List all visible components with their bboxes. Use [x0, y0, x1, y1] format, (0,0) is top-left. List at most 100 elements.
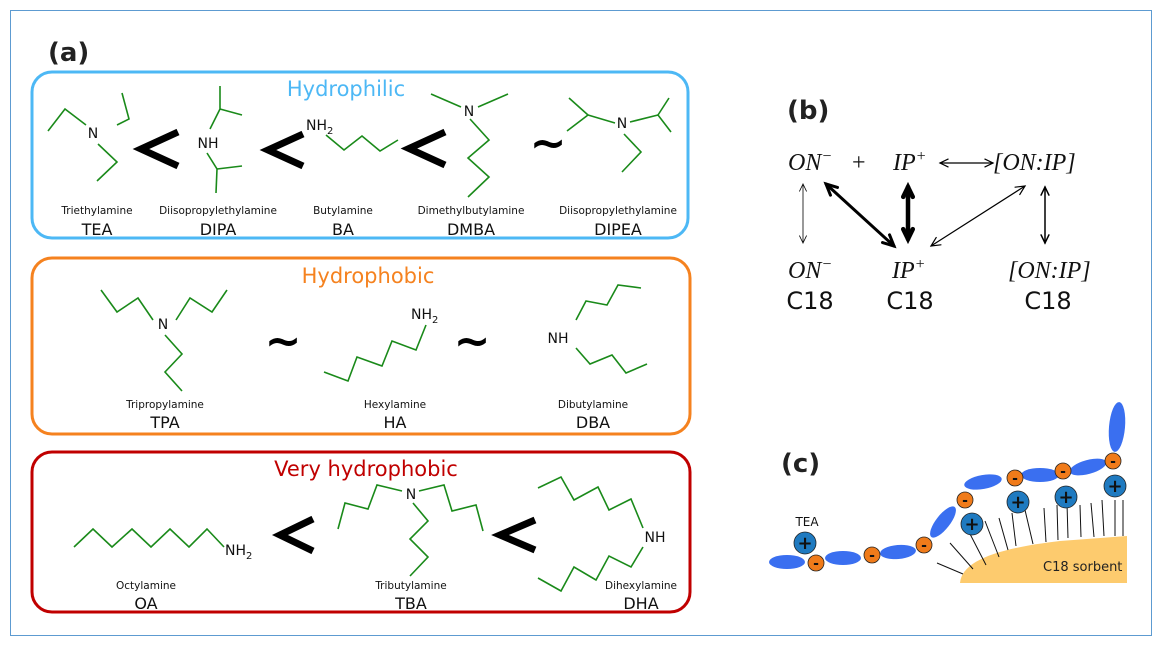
minus-sign: - — [869, 548, 875, 564]
c18-alkyl-chain — [1011, 512, 1017, 547]
c18-alkyl-chain — [998, 517, 1009, 551]
oligonucleotide-segment — [769, 555, 805, 569]
positive-charge-ion-pairing-agent: + — [960, 512, 984, 536]
adsorbed-ion-pair-complex: [ON:IP] — [1008, 258, 1091, 284]
minus-circle — [863, 546, 881, 564]
bond-line — [621, 133, 643, 173]
less-than-comparator — [259, 130, 305, 170]
arrow-head — [799, 235, 807, 244]
bond-line — [477, 93, 509, 108]
c18-alkyl-chain — [949, 542, 974, 570]
tea-label: TEA — [794, 515, 819, 529]
bond-line — [100, 289, 154, 321]
bond-line — [408, 502, 430, 577]
minus-circle — [807, 554, 825, 572]
oligonucleotide-segment — [880, 544, 916, 560]
minus-sign: - — [921, 538, 927, 554]
minus-circle — [915, 536, 933, 554]
group-box-very-hydrophobic — [30, 450, 692, 614]
sorbent-label: C18 sorbent — [1043, 560, 1122, 575]
bond-line — [418, 484, 484, 532]
oligonucleotide-segment — [825, 551, 861, 565]
amine-atom-label: N — [88, 126, 98, 142]
positive-charge-ion-pairing-agent: + — [793, 531, 817, 555]
similar-to-comparator: ~ — [530, 118, 567, 169]
oligonucleotide-segment — [1069, 458, 1107, 476]
molecule-abbreviation: TPA — [149, 413, 179, 432]
molecule-abbreviation: TEA — [81, 220, 113, 239]
amine-atom-label: N — [464, 104, 474, 120]
less-than-comparator — [400, 128, 447, 169]
molecule-name: Triethylamine — [60, 205, 132, 217]
bond-line — [216, 165, 243, 170]
arrow-head — [880, 233, 897, 249]
less-than-symbol — [400, 128, 447, 169]
c18-alkyl-chain — [1066, 502, 1069, 539]
oligonucleotide-segment — [1021, 468, 1059, 482]
panel-c-adsorption-scheme: (c) -------+++++ C18 sorbent TEA — [769, 402, 1127, 583]
arrow-head — [1040, 234, 1050, 245]
mobile-ion-pair-complex: [ON:IP] — [993, 150, 1076, 176]
group-title: Very hydrophobic — [274, 457, 458, 481]
group-title: Hydrophilic — [287, 77, 405, 101]
molecule-abbreviation: DIPA — [200, 220, 237, 239]
negative-charge-phosphate: - — [807, 554, 825, 572]
oligonucleotide-segment — [930, 506, 956, 538]
plus-circle — [960, 512, 984, 536]
minus-sign: - — [962, 493, 968, 509]
c18-alkyl-chain — [1079, 504, 1082, 538]
arrow-head — [929, 236, 942, 247]
plus-sign: + — [797, 533, 812, 554]
c18-alkyl-chain — [1024, 509, 1034, 545]
bond-line — [323, 324, 427, 383]
c18-sorbent-surface — [960, 536, 1127, 583]
negative-charge-phosphate: - — [863, 546, 881, 564]
less-than-comparator — [132, 128, 180, 170]
molecule-abbreviation: BA — [332, 220, 354, 239]
bond-line — [337, 484, 403, 530]
group-very-hydrophobic: Very hydrophobicNH2OctylamineOANTributyl… — [30, 450, 692, 614]
bond-line — [537, 475, 644, 529]
molecule-name: Butylamine — [313, 205, 373, 217]
similar-to-comparator: ~ — [265, 316, 302, 367]
atom-subscript: 2 — [432, 315, 438, 326]
arrow-shaft — [824, 182, 896, 248]
molecule-abbreviation: TBA — [394, 594, 427, 613]
plus-circle — [1103, 474, 1127, 498]
less-than-comparator — [271, 515, 315, 555]
molecule-abbreviation: OA — [134, 594, 157, 613]
positive-charge-ion-pairing-agent: + — [1103, 474, 1127, 498]
bond-line — [430, 93, 462, 108]
bond-line — [175, 289, 228, 321]
molecule-abbreviation: DIPEA — [594, 220, 642, 239]
amine-atom-label: NH — [645, 530, 666, 546]
plus-operator: + — [852, 150, 866, 176]
atom-symbol: N — [406, 487, 416, 503]
atom-symbol: NH — [548, 331, 569, 347]
mobile-ip-cation: IP+ — [892, 148, 926, 176]
minus-sign: - — [1012, 471, 1018, 487]
bond-line — [568, 97, 589, 116]
atom-symbol: NH — [225, 543, 246, 559]
arrow-head — [799, 183, 807, 192]
positive-charge-ion-pairing-agent: + — [1054, 485, 1078, 509]
negative-charge-phosphate: - — [915, 536, 933, 554]
equilibrium-arrow-on-ip-surface — [823, 181, 897, 249]
atom-symbol: N — [158, 317, 168, 333]
phase-label-c18: C18 — [786, 287, 833, 315]
panel-c-label: (c) — [781, 449, 820, 479]
amine-atom-label: NH — [198, 136, 219, 152]
atom-subscript: 2 — [246, 551, 252, 562]
